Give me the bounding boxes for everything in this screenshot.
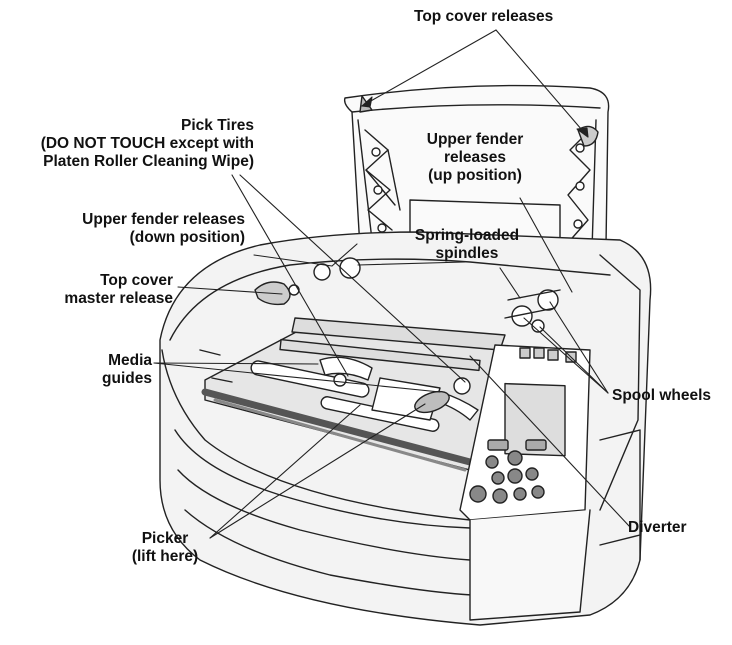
label-line: Upper fender releases: [82, 211, 245, 228]
label-line: (up position): [428, 167, 522, 184]
label-line: Diverter: [628, 519, 687, 536]
label-line: Media: [108, 352, 152, 369]
label-line: (down position): [129, 229, 245, 246]
label-diverter: Diverter: [628, 519, 687, 537]
label-line: Top cover: [100, 272, 173, 289]
label-upper-fender-up: Upper fender releases (up position): [410, 131, 540, 185]
label-line: Picker: [141, 530, 189, 547]
label-line: releases: [443, 149, 507, 166]
label-line: Spool wheels: [612, 387, 712, 404]
label-line: Spring-loaded: [414, 227, 520, 244]
top-cover-lid: [343, 84, 610, 267]
label-upper-fender-down: Upper fender releases (down position): [40, 211, 245, 247]
label-line: (DO NOT TOUCH except with: [40, 135, 254, 152]
label-line: Pick Tires: [181, 117, 254, 134]
printer-body: [159, 231, 652, 626]
leader-lines: [153, 29, 631, 539]
label-picker: Picker (lift here): [115, 530, 215, 566]
label-line: (lift here): [131, 548, 199, 565]
label-top-cover-releases: Top cover releases: [414, 8, 553, 26]
label-line: master release: [64, 290, 173, 307]
label-line: guides: [102, 370, 152, 387]
label-spring-loaded-spindles: Spring-loaded spindles: [402, 227, 532, 263]
label-spool-wheels: Spool wheels: [612, 387, 711, 405]
label-line: spindles: [435, 245, 499, 262]
label-line: Upper fender: [426, 131, 524, 148]
label-pick-tires: Pick Tires (DO NOT TOUCH except with Pla…: [2, 117, 254, 171]
label-line: Platen Roller Cleaning Wipe): [43, 153, 254, 170]
label-top-cover-master-release: Top cover master release: [30, 272, 173, 308]
label-media-guides: Media guides: [60, 352, 152, 388]
label-line: Top cover releases: [414, 8, 554, 25]
